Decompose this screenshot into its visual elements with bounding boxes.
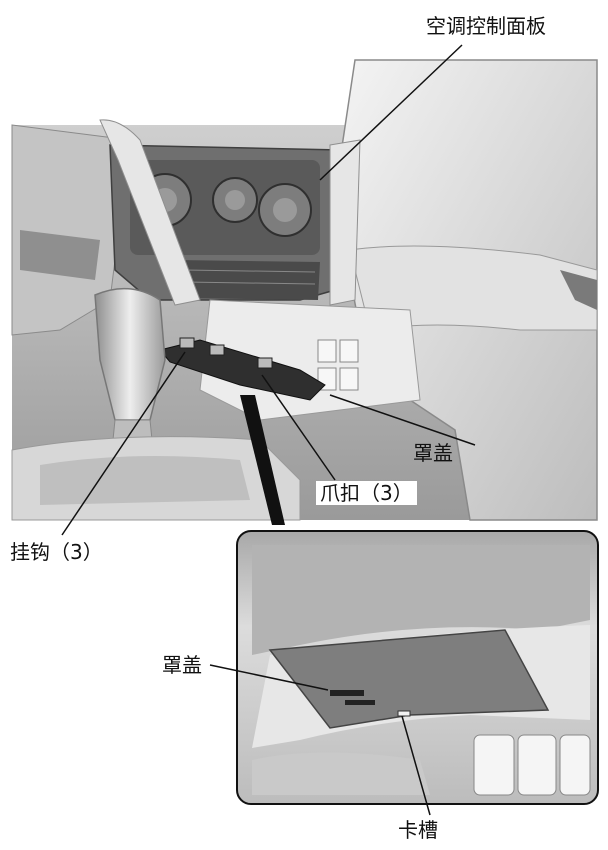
label-ac-control-panel: 空调控制面板 [426, 14, 546, 38]
slot-notch [397, 710, 411, 717]
label-cover: 罩盖 [413, 441, 453, 465]
main-photo [11, 59, 598, 521]
label-slot: 卡槽 [398, 818, 438, 842]
zoom-wedge [240, 395, 285, 525]
detail-cover [268, 629, 550, 729]
detail-inset [236, 530, 599, 805]
label-hook: 挂钩（3） [10, 540, 103, 564]
label-cover-detail: 罩盖 [162, 653, 202, 677]
leader-lines [61, 44, 476, 816]
label-claw-clip: 爪扣（3） [316, 481, 417, 505]
